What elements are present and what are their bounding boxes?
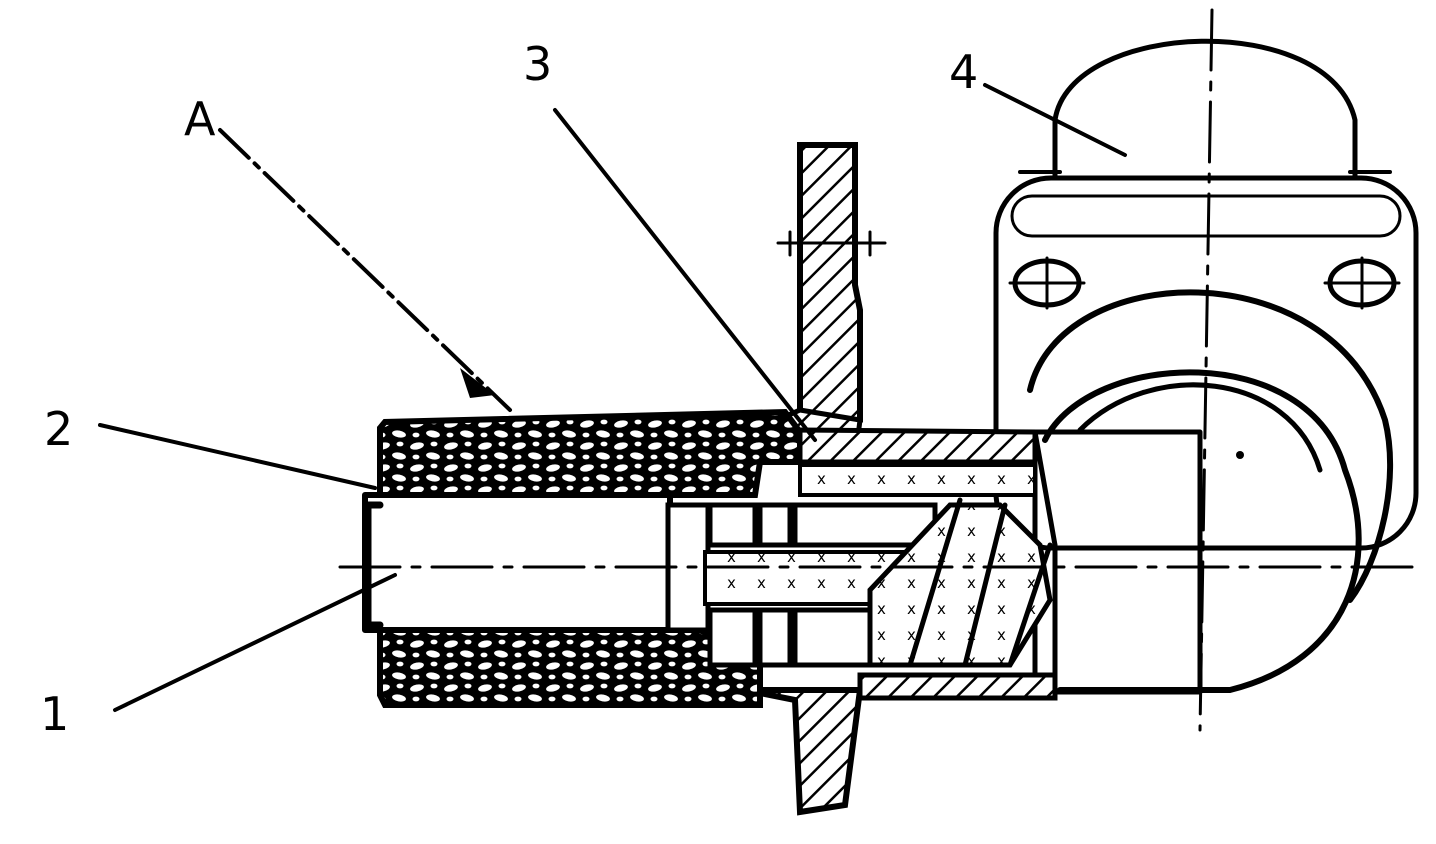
mounting-hole-left bbox=[1008, 256, 1086, 310]
outer-insulation-sleeve bbox=[377, 408, 803, 708]
centerlines bbox=[338, 8, 1417, 732]
angled-connector-housing bbox=[993, 38, 1419, 695]
leader-lines bbox=[98, 83, 1127, 712]
inner-contact-pin bbox=[362, 492, 1053, 668]
label-part-1: 1 bbox=[40, 687, 69, 741]
connector-tube-body bbox=[797, 427, 1058, 701]
label-part-4: 4 bbox=[949, 45, 978, 99]
label-section-a: A bbox=[184, 92, 216, 146]
mounting-hole-right bbox=[1323, 256, 1401, 310]
label-part-2: 2 bbox=[44, 402, 73, 456]
label-part-3: 3 bbox=[523, 37, 552, 91]
